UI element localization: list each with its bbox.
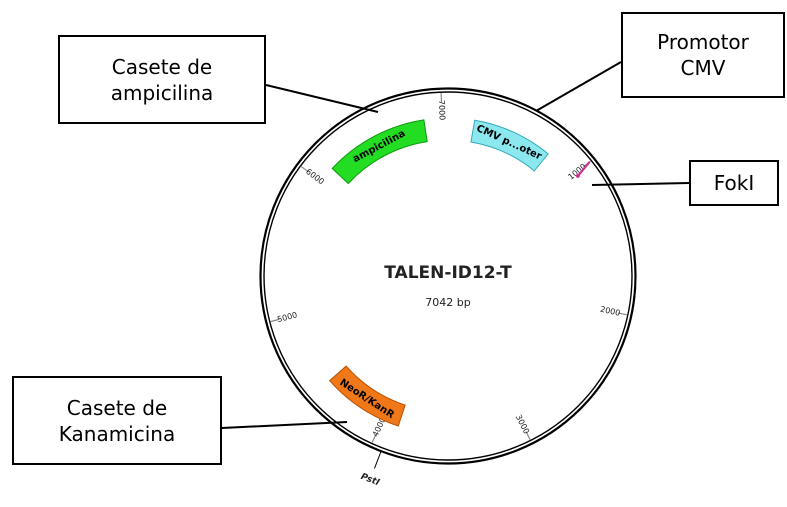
site-marker-foki: [577, 161, 591, 177]
callout-foki-line1: FokI: [713, 171, 755, 195]
tick-label-1000: 1000: [566, 162, 587, 182]
plasmid-backbone: [259, 87, 637, 465]
callout-cmv-line1: Promotor: [657, 30, 749, 54]
feature-arc-neo[interactable]: [328, 365, 406, 427]
tick-label-7000: 7000: [437, 100, 447, 121]
callout-foki: FokI: [689, 160, 779, 206]
site-label-psti: PstI: [359, 472, 381, 488]
tick-mark-2000: [617, 312, 627, 316]
feature-arc-cmv[interactable]: [470, 119, 549, 172]
plasmid-size: 7042 bp: [425, 296, 470, 309]
callout-cmv-promoter: Promotor CMV: [621, 12, 785, 98]
callout-cmv-line2: CMV: [680, 56, 726, 80]
site-marker-psti: [374, 451, 382, 469]
callout-kanamicina-line1: Casete de: [66, 395, 168, 420]
tick-label-6000: 6000: [304, 167, 326, 186]
connector-cmv: [535, 61, 622, 112]
feature-arc-amp[interactable]: [331, 119, 428, 185]
callout-kanamicina-line2: Kanamicina: [58, 421, 176, 446]
backbone-outer-ring: [259, 87, 637, 465]
tick-label-5000: 5000: [276, 310, 298, 324]
tick-mark-3000: [525, 431, 531, 440]
callout-ampicilina-line2: ampicilina: [110, 80, 214, 105]
restriction-sites: PstI: [359, 161, 591, 488]
tick-label-2000: 2000: [599, 305, 621, 318]
site-dot-foki: [575, 173, 580, 178]
plasmid-name: TALEN-ID12-T: [384, 263, 512, 283]
tick-mark-6000: [300, 166, 309, 173]
tick-mark-4000: [371, 434, 377, 443]
callout-ampicilina-line1: Casete de: [111, 54, 213, 79]
callout-kanamicina-cassette: Casete de Kanamicina: [12, 376, 222, 465]
tick-mark-5000: [270, 318, 280, 323]
connector-ampicilina: [265, 84, 379, 113]
connector-kanamicina: [221, 421, 348, 429]
tick-label-3000: 3000: [514, 413, 531, 435]
callout-ampicilina-cassette: Casete de ampicilina: [58, 35, 266, 124]
backbone-inner-ring: [263, 91, 633, 461]
callout-connectors: [221, 61, 690, 429]
